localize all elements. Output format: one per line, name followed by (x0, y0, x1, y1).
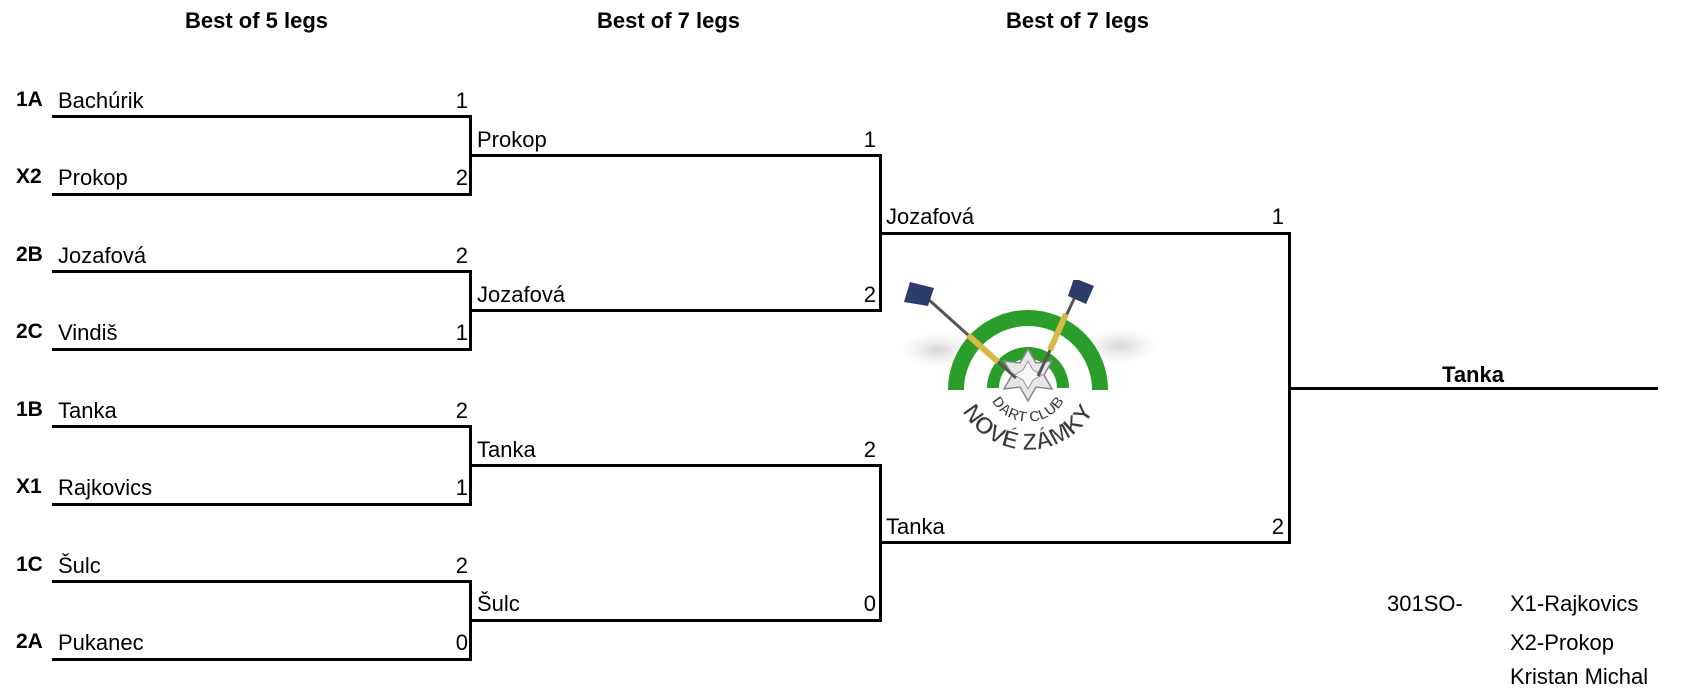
bracket-line (469, 464, 882, 467)
player-name: Prokop (58, 165, 128, 190)
smoke-right (1082, 328, 1158, 364)
round3-header: Best of 7 legs (1006, 8, 1150, 33)
player-score: 0 (863, 591, 876, 616)
player-name: Jozafová (58, 243, 147, 268)
seed-label: 2C (16, 320, 43, 343)
bracket-line (52, 503, 472, 506)
player-score: 1 (1271, 204, 1284, 229)
bracket-line (52, 348, 472, 351)
bracket-line (879, 541, 1291, 544)
dart-right-icon (1036, 280, 1094, 377)
player-name: Pukanec (58, 630, 144, 655)
player-score: 2 (455, 398, 468, 423)
player-name: Jozafová (477, 282, 566, 307)
player-score: 0 (455, 630, 468, 655)
round2-header: Best of 7 legs (597, 8, 741, 33)
seed-label: 1C (16, 553, 43, 576)
player-score: 1 (455, 88, 468, 113)
player-score: 2 (455, 243, 468, 268)
player-score: 2 (1271, 514, 1284, 539)
player-name: Tanka (477, 437, 536, 462)
player-name: Rajkovics (58, 475, 153, 500)
player-name: Tanka (886, 514, 945, 539)
bracket-line (469, 619, 882, 622)
seed-label: 2B (16, 243, 43, 266)
player-name: Prokop (477, 127, 547, 152)
seed-label: X2 (16, 165, 42, 188)
bracket-line (469, 309, 882, 312)
round1-header: Best of 5 legs (185, 8, 329, 33)
player-score: 2 (455, 553, 468, 578)
player-score: 1 (863, 127, 876, 152)
player-name: Bachúrik (58, 88, 144, 113)
player-score: 1 (455, 475, 468, 500)
bracket-line (879, 232, 1291, 235)
player-score: 2 (863, 437, 876, 462)
player-score: 1 (455, 320, 468, 345)
player-name: Jozafová (886, 204, 975, 229)
notes-label: 301SO- (1387, 591, 1463, 616)
dart-left-icon (904, 282, 1018, 380)
player-score: 2 (455, 165, 468, 190)
outer-ring (948, 310, 1108, 391)
seed-label: 1A (16, 88, 43, 111)
logo-text-outer: NOVÉ ZÁMKY (957, 399, 1099, 456)
winner-name: Tanka (1442, 362, 1504, 387)
bracket-line (52, 270, 472, 273)
player-score: 2 (863, 282, 876, 307)
bracket-line (52, 193, 472, 196)
bracket-line (52, 580, 472, 583)
seed-label: 2A (16, 630, 43, 653)
notes-line: X1-Rajkovics (1510, 591, 1639, 616)
notes-line: Kristan Michal (1510, 664, 1649, 689)
bracket-line (52, 658, 472, 661)
player-name: Šulc (58, 553, 101, 578)
seed-label: 1B (16, 398, 43, 421)
player-name: Tanka (58, 398, 117, 423)
bracket-line (52, 115, 472, 118)
notes-line: X2-Prokop (1510, 630, 1614, 655)
bracket-line (469, 154, 882, 157)
seed-label: X1 (16, 475, 42, 498)
bracket-line (52, 425, 472, 428)
center-emblem (1002, 347, 1054, 403)
winner-line (1288, 387, 1658, 390)
player-name: Vindiš (58, 320, 118, 345)
player-name: Šulc (477, 591, 520, 616)
dart-club-logo: DART CLUB NOVÉ ZÁMKY (900, 280, 1158, 457)
